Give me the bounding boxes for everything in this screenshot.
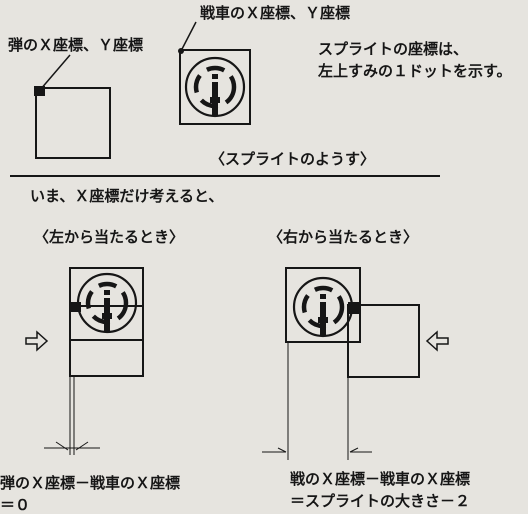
intro-text: いま、Ｘ座標だけ考えると、 <box>30 187 224 205</box>
note-line-2: 左上すみの１ドットを示す。 <box>318 62 512 80</box>
bullet-coord-label: 弾のＸ座標、Ｙ座標 <box>8 36 144 54</box>
right-case-diagram <box>262 267 449 460</box>
tank-icon <box>186 58 244 116</box>
right-case-title: 〈右から当たるとき〉 <box>268 228 419 246</box>
outline-arrow-right-icon <box>25 330 49 352</box>
right-formula-line-1: 戦のＸ座標－戦車のＸ座標 <box>290 470 471 488</box>
tank-icon <box>78 274 136 332</box>
left-case-diagram <box>25 267 144 455</box>
sprite-caption: 〈スプライトのようす〉 <box>210 150 376 168</box>
tank-sprite <box>178 21 251 125</box>
right-formula-line-2: ＝スプライトの大きさ－２ <box>290 492 471 510</box>
tank-coord-label: 戦車のＸ座標、Ｙ座標 <box>200 4 351 22</box>
left-case-title: 〈左から当たるとき〉 <box>34 228 185 246</box>
bullet-sprite <box>34 54 111 159</box>
outline-arrow-left-icon <box>425 330 449 352</box>
left-formula-line-2: ＝０ <box>0 496 31 514</box>
tank-icon <box>294 278 352 336</box>
note-line-1: スプライトの座標は、 <box>318 40 469 58</box>
left-formula-line-1: 弾のＸ座標－戦車のＸ座標 <box>0 474 181 492</box>
